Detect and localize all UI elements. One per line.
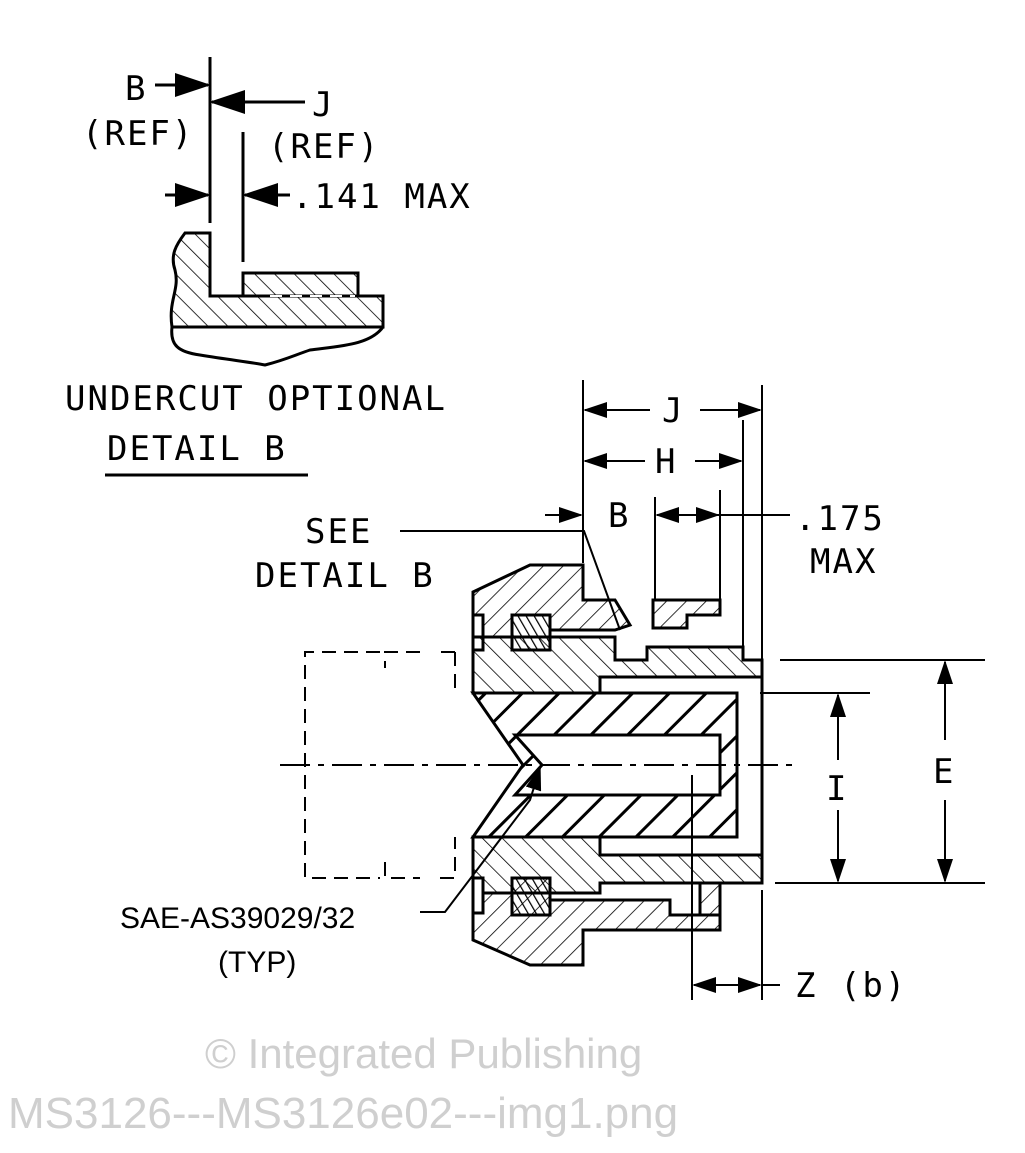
detail-caption-undercut: UNDERCUT OPTIONAL	[65, 379, 447, 419]
dim-141-max: .141 MAX	[292, 177, 472, 217]
detail-j-label: J	[312, 85, 334, 125]
part-section	[241, 271, 360, 298]
coupling-nut-lower	[471, 876, 722, 967]
see-detail-label: DETAIL B	[255, 556, 435, 596]
mating-plug-outline	[304, 651, 456, 879]
dim-175-max: MAX	[810, 542, 877, 582]
dim-z-label: Z (b)	[795, 966, 907, 1006]
dim-i-label: I	[826, 769, 848, 809]
insert	[470, 691, 739, 839]
dim-h-label: H	[655, 442, 677, 482]
shell-section	[169, 231, 385, 329]
detail-b: B (REF) J (REF) .141 MAX UNDERCUT OPTION…	[65, 57, 472, 477]
dim-b-label: B	[608, 496, 630, 536]
dim-j-label: J	[662, 391, 684, 431]
dim-175-label: .175	[795, 499, 885, 539]
retainer-upper	[651, 598, 722, 630]
contact-typ-label: (TYP)	[218, 946, 296, 979]
detail-caption-title: DETAIL B	[107, 429, 287, 469]
break-line	[170, 326, 385, 367]
contact-leader	[420, 766, 542, 913]
detail-b-ref: (REF)	[82, 114, 194, 154]
watermark-copyright: © Integrated Publishing	[205, 1030, 642, 1077]
see-label: SEE	[305, 512, 372, 552]
retainer-lower	[698, 881, 722, 917]
contact-spec-label: SAE-AS39029/32	[120, 902, 355, 935]
detail-b-label: B	[125, 69, 147, 109]
connector-section: SEE DETAIL B J H B .175 MAX E I Z (b) SA…	[120, 380, 985, 1006]
o-ring-upper	[510, 613, 552, 652]
watermark-filename: MS3126---MS3126e02---img1.png	[8, 1089, 678, 1138]
detail-j-ref: (REF)	[268, 127, 380, 167]
dim-e-label: E	[933, 752, 955, 792]
